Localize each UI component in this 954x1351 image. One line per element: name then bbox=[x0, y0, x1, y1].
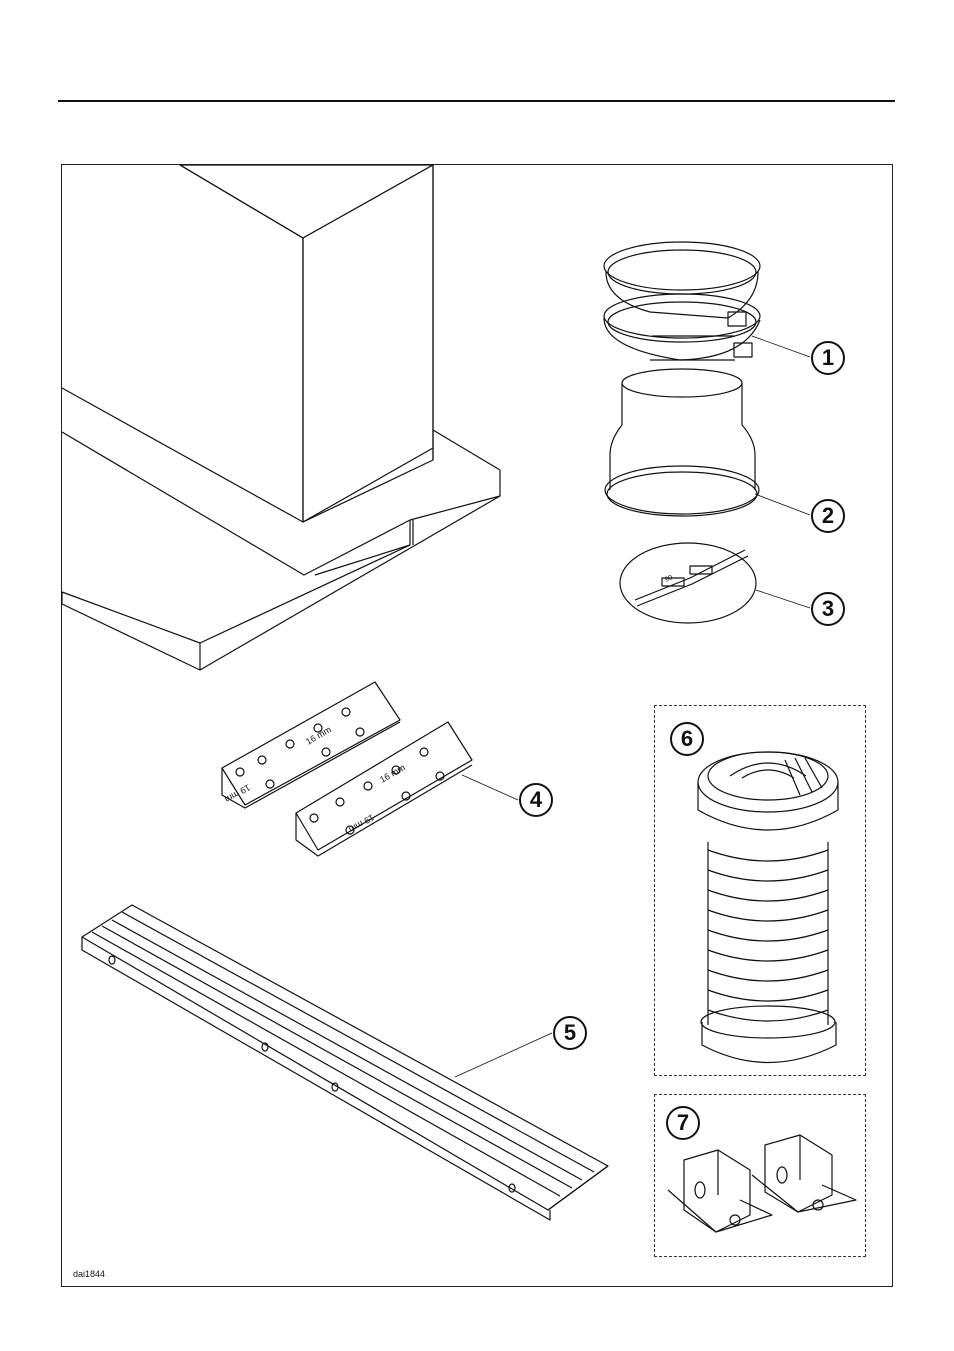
damper-plate-label: 90 bbox=[664, 574, 674, 584]
callout-1: 1 bbox=[811, 341, 845, 375]
part-4-brackets bbox=[222, 682, 472, 856]
drawing-code: dai1844 bbox=[73, 1269, 105, 1279]
part-2-collar bbox=[605, 369, 759, 516]
callout-2: 2 bbox=[811, 499, 845, 533]
callout-7: 7 bbox=[666, 1106, 700, 1140]
callout-3: 3 bbox=[811, 592, 845, 626]
callout-4: 4 bbox=[519, 783, 553, 817]
callout-6: 6 bbox=[670, 722, 704, 756]
part-5-strip bbox=[82, 905, 608, 1220]
part-1-clamps bbox=[604, 242, 760, 360]
callout-5: 5 bbox=[553, 1016, 587, 1050]
part-6-box bbox=[654, 705, 866, 1076]
part-3-damper bbox=[620, 543, 756, 623]
hood-chimney bbox=[62, 165, 500, 670]
